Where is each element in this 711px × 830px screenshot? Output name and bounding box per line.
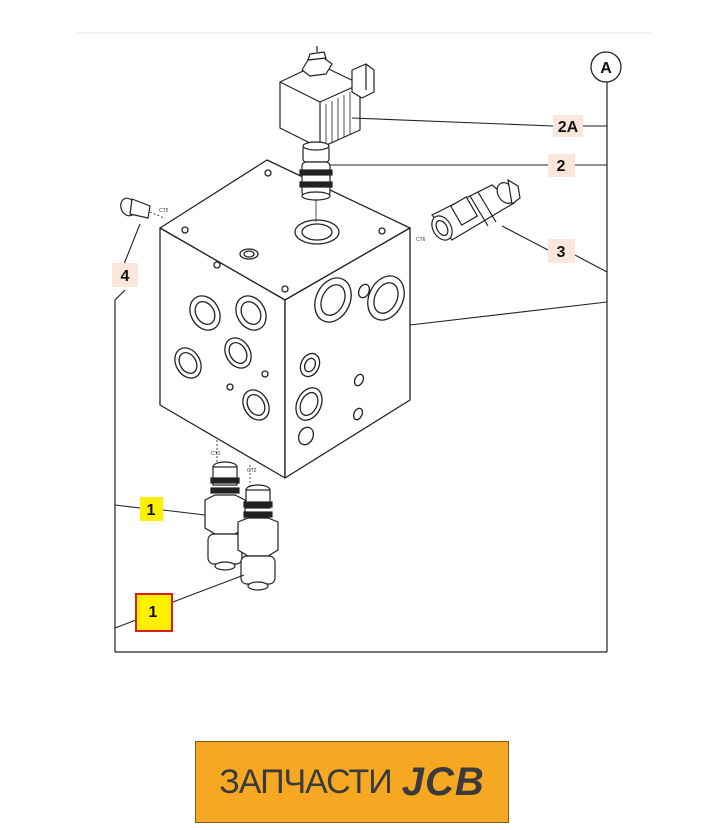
callout-2A[interactable]: 2A [553, 115, 583, 137]
sheet-reference-circle: A [590, 51, 622, 83]
callout-1-upper[interactable]: 1 [140, 497, 163, 521]
callout-4[interactable]: 4 [112, 263, 138, 287]
solenoid-coil [279, 46, 375, 163]
check-valve-upper [204, 440, 246, 571]
callout-3-label: 3 [557, 244, 566, 261]
check-valve-lower [237, 465, 279, 591]
callout-4-label: 4 [121, 268, 130, 285]
port-mark-lower-right: CT2 [247, 468, 257, 474]
callout-1-upper-label: 1 [147, 502, 156, 519]
valve-block [159, 159, 411, 479]
sheet-reference-label: A [600, 60, 612, 77]
callout-2-label: 2 [557, 158, 566, 175]
brand-banner[interactable]: ЗАПЧАСТИ JCB [195, 741, 509, 823]
leader-lines [114, 117, 608, 629]
callout-3[interactable]: 3 [548, 239, 575, 263]
port-mark-plug: CT5 [159, 208, 169, 214]
callout-2A-label: 2A [558, 119, 579, 136]
callout-1-lower-label: 1 [149, 604, 158, 621]
cartridge-valve [299, 161, 333, 222]
callout-1-lower-selected[interactable]: 1 [135, 593, 173, 632]
brand-logo: JCB [401, 759, 485, 804]
port-mark-side: CT6 [416, 237, 426, 243]
port-mark-lower-left: CT1 [211, 451, 221, 457]
side-cartridge-valve [431, 178, 521, 241]
plug-screw [120, 197, 165, 219]
frame-lines [114, 82, 608, 653]
callout-2[interactable]: 2 [548, 154, 575, 177]
brand-text: ЗАПЧАСТИ [219, 762, 392, 801]
